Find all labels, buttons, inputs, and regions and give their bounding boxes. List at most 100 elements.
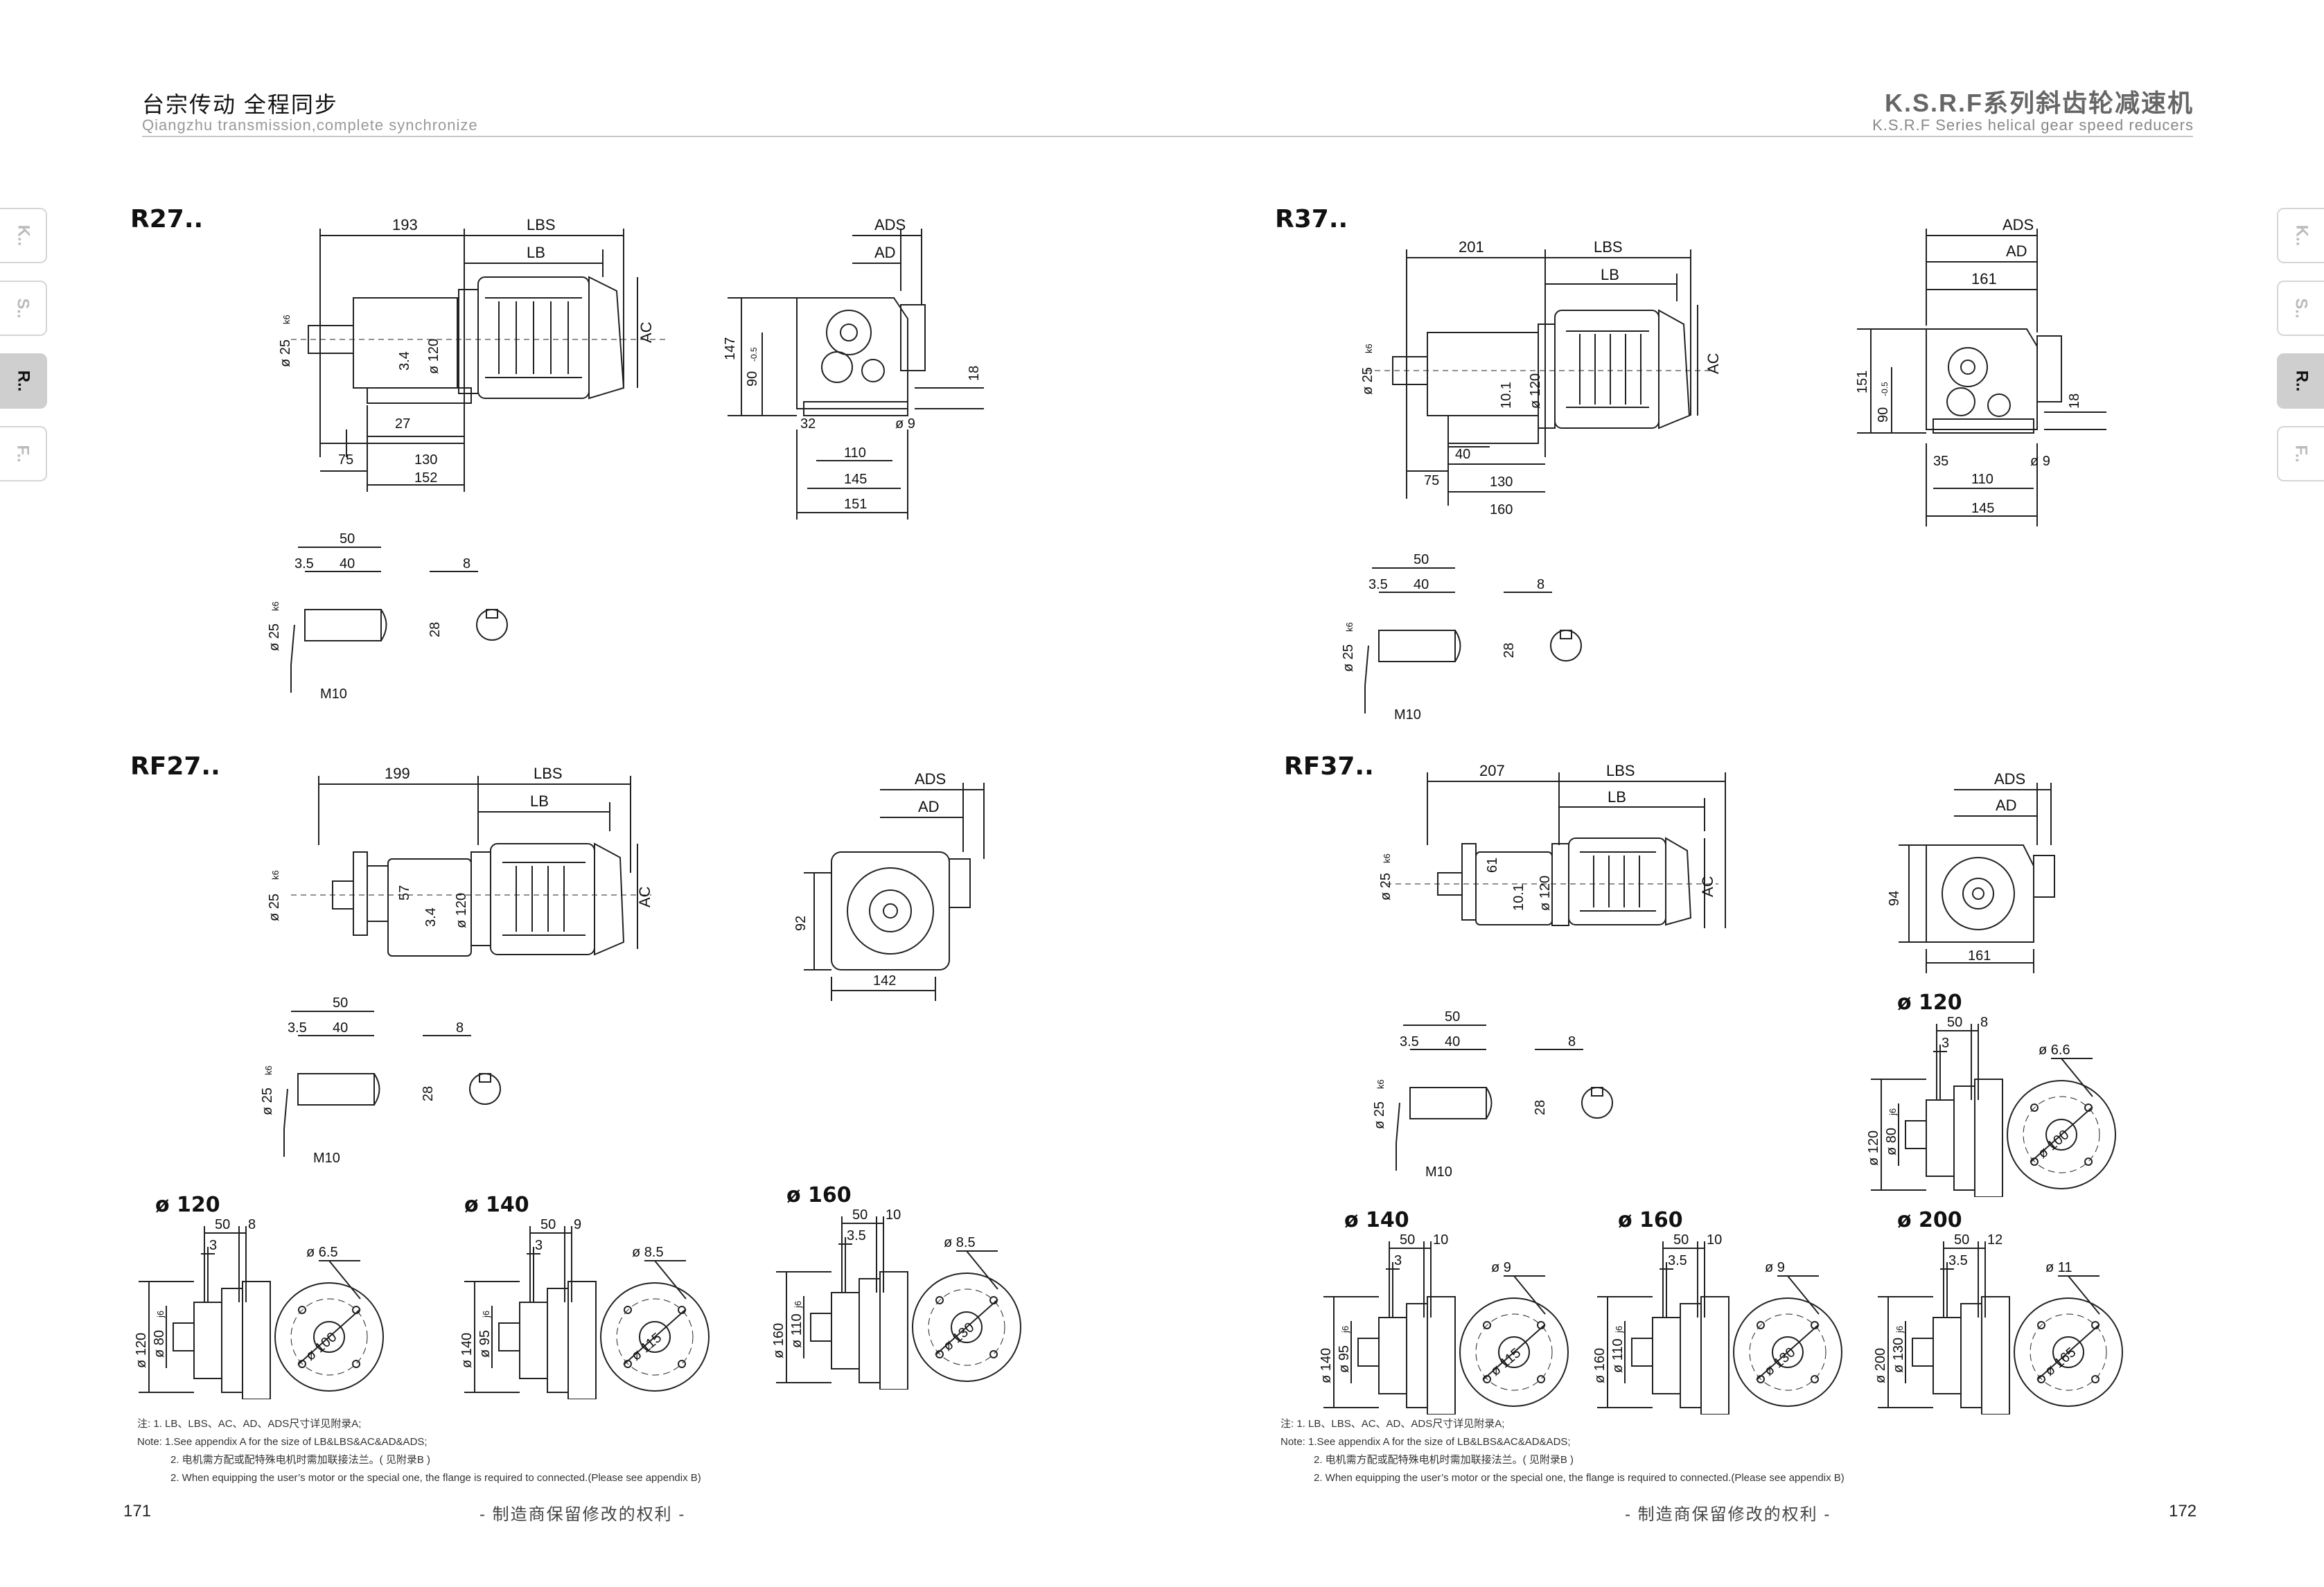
r37-dim-d120: ø 120 <box>1528 373 1543 409</box>
tab-r-left[interactable]: R.. <box>0 353 47 409</box>
f140a-b: 9 <box>574 1219 581 1232</box>
r37-dim-145: 145 <box>1971 501 1994 516</box>
f160b-b: 10 <box>1707 1234 1722 1248</box>
rf27-shaft-m10: M10 <box>313 1151 340 1166</box>
note-line-4-right: 2. When equipping the user’s motor or th… <box>1314 1472 1845 1484</box>
r27-dim-152: 152 <box>414 470 437 486</box>
note-line-3-right: 2. 电机需方配或配特殊电机时需加联接法兰。( 见附录B ) <box>1314 1454 1574 1466</box>
rf37-shaft-40: 40 <box>1445 1034 1460 1049</box>
r27-dim-75: 75 <box>338 452 353 468</box>
rf37-shaft-28: 28 <box>1533 1100 1548 1115</box>
flange-title-120-right: ø 120 <box>1897 991 1962 1015</box>
r27-dim-k6: k6 <box>281 314 292 324</box>
f160b-pil: ø 110 <box>1610 1338 1626 1373</box>
rf37-shaft-8: 8 <box>1568 1034 1576 1049</box>
r27-shaft-28: 28 <box>428 622 443 637</box>
r37-dim-ac: AC <box>1705 353 1722 374</box>
rf37-shaft-m10: M10 <box>1425 1164 1452 1180</box>
tab-k-right[interactable]: K.. <box>2277 208 2324 263</box>
r37-shaft-detail: 50 3.5 40 8 28 ø 25 k6 M10 <box>1341 554 1582 722</box>
flange-title-120-left: ø 120 <box>155 1193 220 1217</box>
r37-dim-110: 110 <box>1971 472 1993 487</box>
f140b-od: ø 140 <box>1319 1348 1334 1383</box>
rf27-end-view: ADS AD 92 142 <box>793 770 985 1001</box>
f160a-a: 50 <box>852 1209 868 1223</box>
tab-f-left[interactable]: F.. <box>0 426 47 481</box>
f140a-pcd: ø 115 <box>628 1330 664 1364</box>
header-series-cn: K.S.R.F系列斜齿轮减速机 <box>1884 89 2194 117</box>
f160a-tol: j6 <box>793 1301 803 1309</box>
flange-title-160-left: ø 160 <box>786 1183 852 1207</box>
f120a-od: ø 120 <box>134 1333 149 1368</box>
f160a-hole: ø 8.5 <box>944 1235 976 1250</box>
f140a-od: ø 140 <box>459 1333 475 1368</box>
page-number-left: 171 <box>123 1502 152 1520</box>
rf27-dim-ac: AC <box>636 886 653 907</box>
rf27-dim-142: 142 <box>873 973 896 988</box>
r27-dim-193: 193 <box>392 216 418 233</box>
r37-shaft-3-5: 3.5 <box>1368 577 1388 592</box>
f200b-c: 3.5 <box>1948 1253 1968 1268</box>
rf37-dim-94: 94 <box>1887 891 1902 906</box>
r27-dim-lb: LB <box>527 244 545 261</box>
rf27-shaft-k6: k6 <box>263 1065 274 1075</box>
r37-dim-40: 40 <box>1455 447 1470 462</box>
tab-k-left[interactable]: K.. <box>0 208 47 263</box>
f200b-a: 50 <box>1954 1234 1969 1248</box>
f140b-tol: j6 <box>1340 1326 1350 1333</box>
f140a-c: 3 <box>535 1238 543 1253</box>
note-line-4: 2. When equipping the user’s motor or th… <box>170 1472 701 1484</box>
f160a-pil: ø 110 <box>789 1313 804 1348</box>
header-brand-en: Qiangzhu transmission,complete synchroni… <box>142 116 478 134</box>
r27-side-view: 193 LBS LB AC ø 25 k6 3.4 ø 120 27 75 13… <box>278 216 665 492</box>
f200b-hole: ø 11 <box>2045 1260 2072 1275</box>
r27-dim-90: 90 <box>745 371 760 387</box>
note-line-1-right: 注: 1. LB、LBS、AC、AD、ADS尺寸详见附录A; <box>1280 1418 1505 1430</box>
r37-dim-d9: ø 9 <box>2030 454 2050 469</box>
header-rule <box>142 136 2193 137</box>
f160b-hole: ø 9 <box>1765 1260 1785 1275</box>
f140a-a: 50 <box>540 1219 556 1232</box>
r27-dim-ads: ADS <box>874 216 906 233</box>
f120a-pil: ø 80 <box>152 1330 167 1358</box>
tab-r-right[interactable]: R.. <box>2277 353 2324 409</box>
r27-shaft-m10: M10 <box>320 686 347 702</box>
f140b-c: 3 <box>1394 1253 1402 1268</box>
r37-dim-10-1: 10.1 <box>1499 382 1514 409</box>
rf27-shaft-d25: ø 25 <box>260 1088 275 1115</box>
rf37-dim-lbs: LBS <box>1606 762 1635 779</box>
tab-s-left[interactable]: S.. <box>0 281 47 336</box>
tab-s-right[interactable]: S.. <box>2277 281 2324 336</box>
tab-f-right[interactable]: F.. <box>2277 426 2324 481</box>
rf37-dim-d120: ø 120 <box>1538 876 1553 911</box>
f120b-od: ø 120 <box>1866 1131 1881 1166</box>
rf27-shaft-40: 40 <box>333 1020 348 1036</box>
r27-dim-32: 32 <box>800 416 816 432</box>
r27-dim-3-4: 3.4 <box>397 351 412 371</box>
f160b-od: ø 160 <box>1592 1348 1608 1383</box>
rf37-shaft-50: 50 <box>1445 1011 1460 1025</box>
r27-dim-151: 151 <box>844 497 867 512</box>
page-number-right: 172 <box>2169 1502 2197 1520</box>
rf27-shaft-8: 8 <box>456 1020 464 1036</box>
r27-dim-d25: ø 25 <box>278 339 293 367</box>
rf37-side-view: 207 LBS LB AC ø 25 k6 61 10.1 ø 120 <box>1378 762 1726 928</box>
f120b-pcd: ø 100 <box>2035 1127 2072 1162</box>
header-brand-cn: 台宗传动 全程同步 <box>142 92 338 117</box>
r27-dim-d120: ø 120 <box>426 339 441 374</box>
r37-side-view: 201 LBS LB AC ø 25 k6 10.1 ø 120 40 75 1… <box>1360 238 1722 517</box>
f160b-a: 50 <box>1673 1234 1689 1248</box>
rf27-dim-ads: ADS <box>915 770 946 788</box>
r27-dim-d9: ø 9 <box>895 416 915 432</box>
rf37-shaft-detail: 50 3.5 40 8 28 ø 25 k6 M10 <box>1372 1011 1613 1180</box>
r37-dim-18: 18 <box>2067 393 2082 409</box>
r27-shaft-detail: 50 3.5 40 8 28 ø 25 k6 M10 <box>267 533 508 702</box>
r37-dim-k6: k6 <box>1364 344 1374 353</box>
f160b-tol: j6 <box>1614 1326 1624 1333</box>
